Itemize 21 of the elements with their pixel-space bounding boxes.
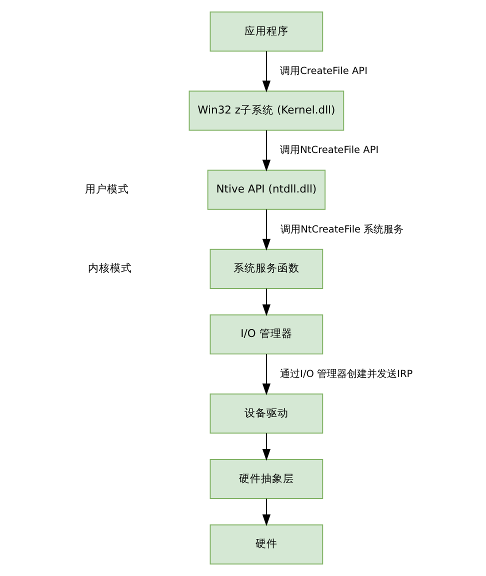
arrow <box>262 432 271 461</box>
node-box: Ntive API (ntdll.dll) <box>207 170 326 210</box>
node-box: Win32 z子系统 (Kernel.dll) <box>188 90 344 131</box>
arrow <box>262 130 271 172</box>
edge-label: 调用NtCreateFile API <box>280 145 379 156</box>
node-box: 硬件 <box>210 524 324 564</box>
edge-label: 调用NtCreateFile 系统服务 <box>280 224 404 236</box>
label: 内核模式 <box>88 262 132 275</box>
arrow <box>262 50 271 92</box>
arrow <box>262 208 271 251</box>
edge-label: 通过I/O 管理器创建并发送IRP <box>280 368 413 380</box>
label: 用户模式 <box>85 182 130 196</box>
arrow <box>262 288 271 316</box>
node-box: 硬件抽象层 <box>210 458 324 500</box>
node-box: 系统服务函数 <box>210 248 324 289</box>
node-box: I/O 管理器 <box>210 314 324 354</box>
arrow <box>262 498 271 526</box>
arrow <box>262 354 271 396</box>
edge-label: 调用CreateFile API <box>280 66 368 78</box>
node-box: 设备驱动 <box>210 394 324 434</box>
node-box: 应用程序 <box>210 12 324 52</box>
